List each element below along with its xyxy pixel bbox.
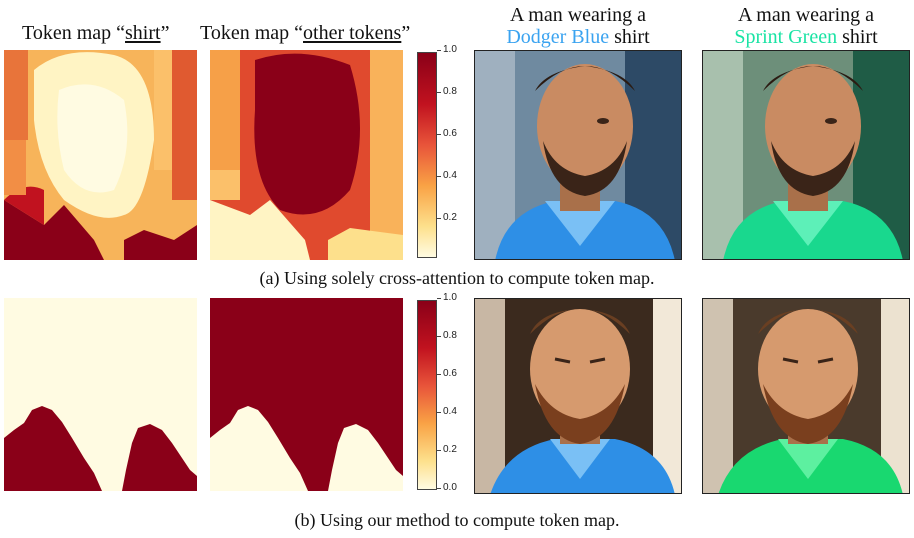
- token-map-other-b: [210, 298, 403, 491]
- token-map-shirt-b: [4, 298, 197, 491]
- colorbar-tick: 0.8: [437, 330, 457, 341]
- header-shirt-map: Token map “shirt”: [22, 22, 169, 44]
- token-map-shirt-a: [4, 50, 197, 260]
- colorbar-tick: 0.6: [437, 128, 457, 139]
- header-prompt-blue: A man wearing a Dodger Blue shirt: [474, 4, 682, 48]
- colorbar-tick: 0.6: [437, 368, 457, 379]
- header-prompt-line2: Sprint Green shirt: [702, 26, 910, 48]
- header-text: Token map “: [200, 22, 304, 44]
- photo-man-blue-shirt-a: [474, 50, 682, 260]
- photo-man-blue-shirt-b: [474, 298, 682, 494]
- caption-a: (a) Using solely cross-attention to comp…: [259, 268, 655, 288]
- header-prompt-line1: A man wearing a: [737, 4, 875, 26]
- caption-b: (b) Using our method to compute token ma…: [294, 510, 620, 530]
- colorbar-a: [417, 52, 437, 258]
- header-token-shirt: shirt: [125, 22, 161, 44]
- header-text: ”: [401, 22, 411, 44]
- colorbar-tick: 1.0: [437, 292, 457, 303]
- header-other-tokens-map: Token map “other tokens”: [200, 22, 410, 44]
- colorbar-tick: 0.2: [437, 212, 457, 223]
- colorbar-b: [417, 300, 437, 490]
- colorbar-tick: 1.0: [437, 44, 457, 55]
- photo-man-green-shirt-b: [702, 298, 910, 494]
- colorbar-tick: 0.8: [437, 86, 457, 97]
- header-prompt-line2: Dodger Blue shirt: [474, 26, 682, 48]
- header-prompt-line1: A man wearing a: [509, 4, 647, 26]
- colorbar-tick: 0.4: [437, 170, 457, 181]
- color-word-sprint-green: Sprint Green: [734, 26, 838, 48]
- header-token-other: other tokens: [303, 22, 402, 44]
- colorbar-tick: 0.4: [437, 406, 457, 417]
- colorbar-tick: 0.2: [437, 444, 457, 455]
- header-text: ”: [160, 22, 170, 44]
- color-word-dodger-blue: Dodger Blue: [506, 26, 610, 48]
- header-text: shirt: [609, 26, 650, 48]
- token-map-other-a: [210, 50, 403, 260]
- colorbar-tick: 0.0: [437, 482, 457, 493]
- header-text: Token map “: [22, 22, 126, 44]
- photo-man-green-shirt-a: [702, 50, 910, 260]
- header-prompt-green: A man wearing a Sprint Green shirt: [702, 4, 910, 48]
- header-text: shirt: [837, 26, 878, 48]
